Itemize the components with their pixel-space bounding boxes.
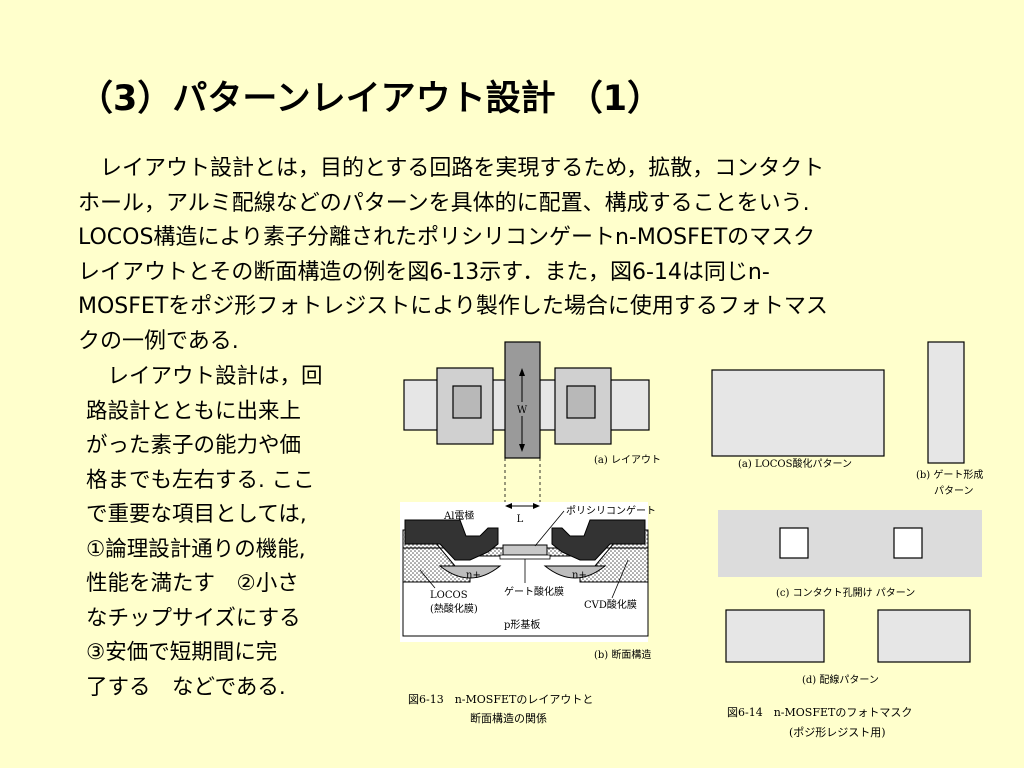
fig13-caption-line1: 図6-13 n-MOSFETのレイアウトと bbox=[408, 693, 593, 706]
contact-mask bbox=[718, 510, 982, 577]
fig14-caption-line1: 図6-14 n-MOSFETのフォトマスク bbox=[727, 706, 912, 719]
intro-line: クの一例である. bbox=[78, 328, 239, 354]
fig14-label-a: (a) LOCOS酸化パターン bbox=[738, 457, 852, 470]
design-line: ①論理設計通りの機能, bbox=[86, 536, 306, 562]
intro-line: LOCOS構造により素子分離されたポリシリコンゲートn-MOSFETのマスク bbox=[78, 225, 816, 250]
locos-thermal-label: (熱酸化膜) bbox=[430, 602, 478, 615]
cvd-oxide-label: CVD酸化膜 bbox=[584, 598, 637, 611]
design-line: がった素子の能力や価 bbox=[86, 433, 302, 458]
fig14-label-c: (c) コンタクト孔開け パターン bbox=[776, 587, 915, 599]
intro-line: MOSFETをポジ形フォトレジストにより製作した場合に使用するフォトマス bbox=[78, 294, 828, 319]
polysilicon-gate-label: ポリシリコンゲート bbox=[566, 505, 656, 517]
fig14-masks: (a) LOCOS酸化パターン (b) ゲート形成 パターン (c) コンタクト… bbox=[711, 341, 983, 686]
page-title: （3）パターンレイアウト設計 （1） bbox=[78, 79, 663, 119]
fig14-label-b1: (b) ゲート形成 bbox=[916, 469, 983, 481]
p-substrate-label: p形基板 bbox=[504, 618, 540, 631]
wiring-mask-left bbox=[725, 609, 825, 663]
gate-mask bbox=[927, 341, 965, 464]
intro-paragraph: レイアウト設計とは，目的とする回路を実現するため，拡散，コンタクト ホール，アル… bbox=[78, 152, 958, 359]
design-line: レイアウト設計は，回 bbox=[86, 364, 323, 389]
intro-line: ホール，アルミ配線などのパターンを具体的に配置、構成することをいう. bbox=[78, 190, 810, 216]
design-line: で重要な項目としては, bbox=[86, 502, 307, 527]
design-line: 格までも左右する. ここ bbox=[86, 467, 315, 493]
intro-line: レイアウト設計とは，目的とする回路を実現するため，拡散，コンタクト bbox=[78, 156, 825, 181]
locos-mask bbox=[711, 369, 885, 457]
gate-oxide-label: ゲート酸化膜 bbox=[504, 585, 564, 598]
n-plus-right-label: n+ bbox=[572, 570, 587, 581]
locos-label: LOCOS bbox=[430, 590, 468, 601]
length-label: L bbox=[517, 514, 524, 525]
wiring-mask-right bbox=[877, 609, 971, 663]
design-line: 路設計とともに出来上 bbox=[86, 398, 302, 424]
fig14-label-b2: パターン bbox=[934, 485, 974, 497]
al-electrode-label: Al電極 bbox=[443, 509, 474, 522]
design-line: 性能を満たす ②小さ bbox=[86, 571, 299, 596]
n-plus-left-label: n+ bbox=[466, 570, 481, 581]
design-line: なチップサイズにする bbox=[86, 605, 301, 631]
fig13-layout: W (a) レイアウト bbox=[403, 341, 661, 540]
fig14-caption-line2: (ポジ形レジスト用) bbox=[789, 726, 886, 739]
fig13-label-a: (a) レイアウト bbox=[594, 454, 661, 466]
design-points-text: レイアウト設計は，回 路設計とともに出来上 がった素子の能力や価 格までも左右す… bbox=[86, 360, 323, 705]
fig13-label-b: (b) 断面構造 bbox=[594, 648, 651, 661]
design-line: 了する などである. bbox=[86, 674, 286, 700]
design-line: ③安価で短期間に完 bbox=[86, 640, 278, 665]
width-label: W bbox=[517, 405, 528, 416]
intro-line: レイアウトとその断面構造の例を図6-13示す．また，図6-14は同じn- bbox=[78, 259, 770, 285]
fig13-cross-section: L n+ n+ Al電極 ポリシリコンゲート ゲート酸化膜 LOCOS (熱酸化… bbox=[400, 502, 656, 661]
fig13-caption-line2: 断面構造の関係 bbox=[470, 711, 547, 725]
fig14-label-d: (d) 配線パターン bbox=[802, 673, 879, 686]
